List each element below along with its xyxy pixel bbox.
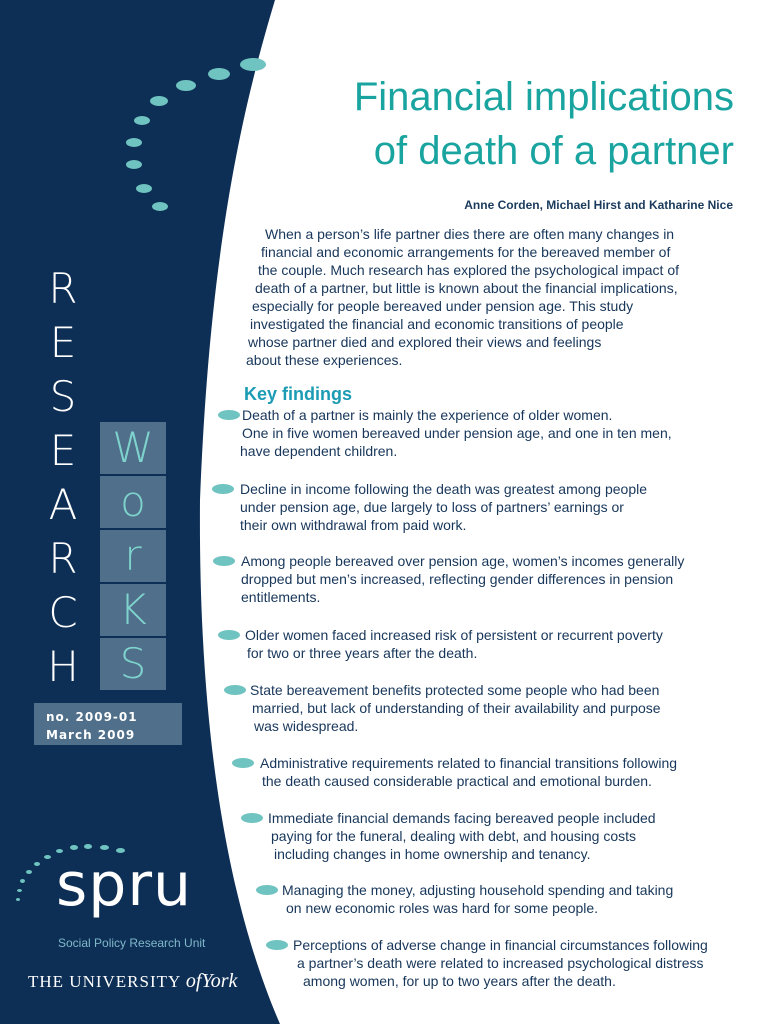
finding-bullet-icon (213, 556, 235, 566)
decorative-dot (150, 96, 168, 106)
works-letter: S (100, 638, 166, 690)
intro-line: whose partner died and explored their vi… (248, 334, 602, 350)
research-letter: E (49, 426, 77, 475)
decorative-dot (134, 116, 150, 125)
university-name: York (201, 970, 238, 992)
decorative-dot (34, 862, 40, 866)
finding-bullet-icon (218, 410, 240, 420)
works-letter: r (100, 530, 166, 582)
research-letter: C (48, 588, 78, 637)
finding-line: paying for the funeral, dealing with deb… (271, 828, 637, 844)
key-findings-heading: Key findings (244, 384, 353, 404)
finding-line: Death of a partner is mainly the experie… (242, 407, 613, 423)
university-prefix: THE UNIVERSITY (28, 972, 186, 991)
decorative-dot (70, 845, 78, 850)
finding-line: for two or three years after the death. (247, 645, 478, 661)
intro-line: When a person’s life partner dies there … (265, 226, 675, 242)
issue-number: no. 2009-01 (46, 710, 138, 724)
finding-line: have dependent children. (240, 443, 398, 459)
decorative-dot (16, 898, 20, 901)
finding-line: the death caused considerable practical … (262, 773, 652, 789)
research-divider (34, 530, 92, 532)
finding-bullet-icon (224, 685, 246, 695)
decorative-dot (152, 202, 168, 211)
finding-line: State bereavement benefits protected som… (250, 682, 660, 698)
page-title: Financial implications of death of a par… (230, 70, 734, 178)
finding-line: entitlements. (241, 589, 321, 605)
research-letter: R (48, 264, 78, 313)
intro-line: financial and economic arrangements for … (261, 244, 671, 260)
decorative-dot (56, 849, 63, 853)
finding-line: Older women faced increased risk of pers… (245, 627, 663, 643)
finding-bullet-icon (212, 484, 234, 494)
issue-date: March 2009 (46, 728, 136, 742)
issue-box: no. 2009-01 March 2009 (34, 703, 182, 745)
finding-line: a partner’s death were related to increa… (297, 955, 704, 971)
research-letter: S (49, 372, 77, 421)
decorative-dot (84, 844, 92, 849)
finding-line: was widespread. (254, 718, 359, 734)
decorative-dot (240, 58, 266, 71)
finding-bullet-icon (241, 813, 263, 823)
intro-line: about these experiences. (246, 352, 403, 368)
finding-line: including changes in home ownership and … (274, 846, 591, 862)
decorative-dot (126, 160, 142, 169)
decorative-dot (17, 889, 22, 892)
research-divider (34, 638, 92, 640)
finding-line: dropped but men’s increased, reflecting … (241, 571, 674, 587)
finding-line: on new economic roles was hard for some … (286, 900, 599, 916)
finding-bullet-icon (266, 940, 288, 950)
finding-line: married, but lack of understanding of th… (252, 700, 661, 716)
finding-line: Among people bereaved over pension age, … (241, 553, 685, 569)
decorative-dot (136, 184, 152, 193)
finding-line: among women, for up to two years after t… (303, 973, 616, 989)
finding-line: Managing the money, adjusting household … (282, 882, 674, 898)
decorative-dot (116, 848, 125, 853)
decorative-dot (100, 845, 109, 850)
university-of-york-logo: THE UNIVERSITY ofYork (28, 970, 237, 993)
research-divider (34, 476, 92, 478)
finding-bullet-icon (218, 630, 240, 640)
title-line-2: of death of a partner (373, 129, 734, 173)
decorative-dot (44, 855, 51, 859)
research-divider (34, 422, 92, 424)
spru-logo: spru (56, 850, 193, 920)
intro-line: investigated the financial and economic … (250, 316, 624, 332)
intro-line: death of a partner, but little is known … (255, 280, 678, 296)
decorative-dot (176, 80, 196, 91)
decorative-dot (126, 138, 142, 147)
intro-line: the couple. Much research has explored t… (258, 262, 680, 278)
works-letter: W (100, 422, 166, 474)
decorative-dot (208, 68, 230, 80)
finding-line: Perceptions of adverse change in financi… (293, 937, 708, 953)
title-line-1: Financial implications (353, 75, 734, 119)
finding-line: Decline in income following the death wa… (240, 481, 648, 497)
research-letter: A (48, 480, 78, 529)
research-letter: H (47, 642, 79, 691)
works-letter: o (100, 476, 166, 528)
research-divider (34, 584, 92, 586)
finding-line: One in five women bereaved under pension… (242, 425, 672, 441)
authors: Anne Corden, Michael Hirst and Katharine… (464, 198, 733, 212)
finding-line: their own withdrawal from paid work. (240, 517, 467, 533)
spru-unit-name: Social Policy Research Unit (58, 936, 206, 950)
intro-line: especially for people bereaved under pen… (252, 298, 634, 314)
research-letter: R (48, 534, 78, 583)
decorative-dot (26, 870, 32, 874)
finding-line: Administrative requirements related to f… (260, 755, 678, 771)
finding-bullet-icon (256, 885, 278, 895)
research-divider (34, 314, 92, 316)
university-of: of (185, 970, 202, 992)
finding-line: under pension age, due largely to loss o… (240, 499, 624, 515)
finding-bullet-icon (232, 758, 254, 768)
works-letter: K (100, 584, 166, 636)
research-divider (34, 368, 92, 370)
research-letter: E (49, 318, 77, 367)
decorative-dot (20, 879, 25, 883)
finding-line: Immediate financial demands facing berea… (268, 810, 656, 826)
